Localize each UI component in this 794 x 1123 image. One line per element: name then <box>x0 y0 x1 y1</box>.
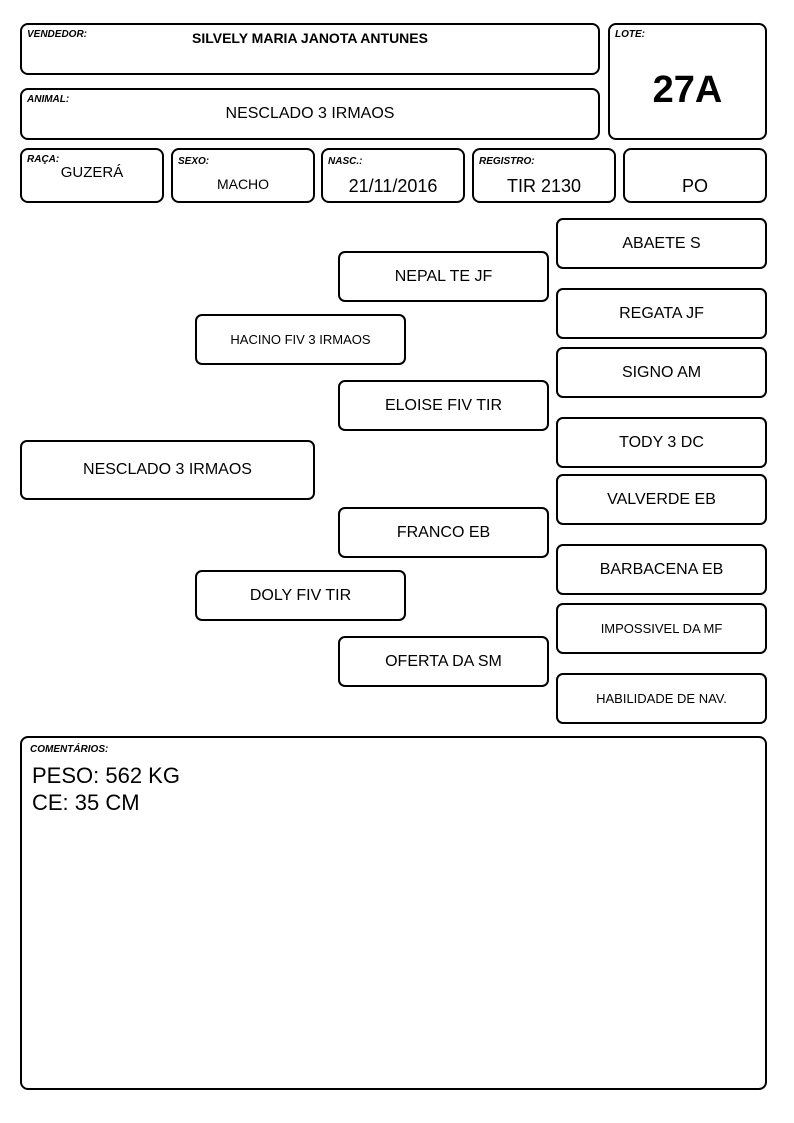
comment-line-scrotal: CE: 35 CM <box>32 790 140 815</box>
sex-label: SEXO: <box>178 156 210 167</box>
pedigree-ggp-1: ABAETE S <box>556 218 767 269</box>
registry-box: REGISTRO: TIR 2130 <box>472 148 616 203</box>
pedigree-ggp-4: TODY 3 DC <box>556 417 767 468</box>
pedigree-ggp-8: HABILIDADE DE NAV. <box>556 673 767 724</box>
breed-box: RAÇA: GUZERÁ <box>20 148 164 203</box>
pedigree-ggp-2: REGATA JF <box>556 288 767 339</box>
category-value: PO <box>681 176 708 196</box>
lot-box: LOTE: 27A <box>608 23 767 140</box>
pedigree-ggp-5: VALVERDE EB <box>556 474 767 525</box>
animal-box: ANIMAL: NESCLADO 3 IRMAOS <box>20 88 600 140</box>
seller-name: SILVELY MARIA JANOTA ANTUNES <box>192 30 428 46</box>
category-box: PO <box>623 148 767 203</box>
pedigree-ggp-7: IMPOSSIVEL DA MF <box>556 603 767 654</box>
pedigree-animal: NESCLADO 3 IRMAOS <box>20 440 315 500</box>
birth-date-value: 21/11/2016 <box>348 176 438 196</box>
animal-label: ANIMAL: <box>27 94 70 105</box>
lot-number: 27A <box>652 69 723 111</box>
animal-name: NESCLADO 3 IRMAOS <box>225 105 395 122</box>
seller-label: VENDEDOR: <box>27 29 88 40</box>
seller-box: VENDEDOR: SILVELY MARIA JANOTA ANTUNES <box>20 23 600 75</box>
pedigree-dam-sire: FRANCO EB <box>338 507 549 558</box>
breed-label: RAÇA: <box>27 154 60 165</box>
comments-text: PESO: 562 KG CE: 35 CM <box>32 762 180 816</box>
pedigree-ggp-6: BARBACENA EB <box>556 544 767 595</box>
pedigree-sire-sire: NEPAL TE JF <box>338 251 549 302</box>
pedigree-dam: DOLY FIV TIR <box>195 570 406 621</box>
pedigree-sire-dam: ELOISE FIV TIR <box>338 380 549 431</box>
birth-date-label: NASC.: <box>328 156 363 167</box>
registry-label: REGISTRO: <box>479 156 535 167</box>
pedigree-dam-dam: OFERTA DA SM <box>338 636 549 687</box>
comment-line-weight: PESO: 562 KG <box>32 763 180 788</box>
lot-label: LOTE: <box>615 29 645 40</box>
registry-value: TIR 2130 <box>506 176 582 196</box>
comments-box: COMENTÁRIOS: PESO: 562 KG CE: 35 CM <box>20 736 767 1090</box>
comments-label: COMENTÁRIOS: <box>30 744 109 755</box>
birth-date-box: NASC.: 21/11/2016 <box>321 148 465 203</box>
pedigree-sire: HACINO FIV 3 IRMAOS <box>195 314 406 365</box>
breed-value: GUZERÁ <box>60 164 124 181</box>
sex-box: SEXO: MACHO <box>171 148 315 203</box>
sex-value: MACHO <box>216 176 270 192</box>
pedigree-ggp-3: SIGNO AM <box>556 347 767 398</box>
